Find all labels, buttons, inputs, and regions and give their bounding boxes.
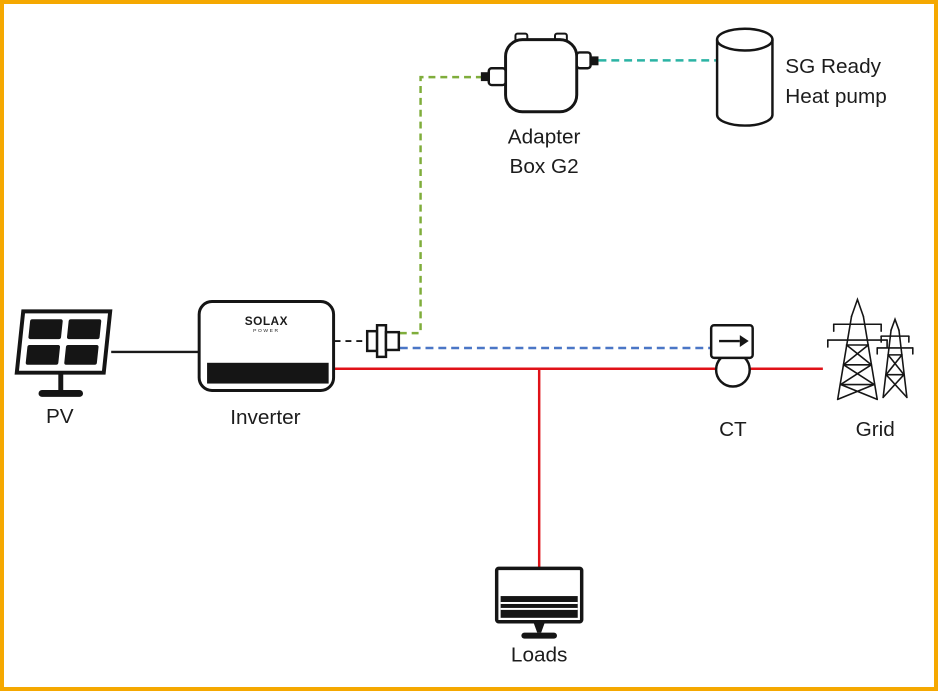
adapter-box-line-green <box>399 75 483 335</box>
grid-icon <box>827 297 914 401</box>
pv-label: PV <box>46 405 74 428</box>
grid-tower-small <box>876 316 914 399</box>
heat-pump-icon <box>715 27 774 127</box>
ct-arrow-icon <box>719 335 749 347</box>
heat-pump-label-line1: SG Ready <box>785 55 881 78</box>
adapter-box-label-line1: Adapter <box>508 125 581 148</box>
heat-pump-label-line2: Heat pump <box>785 85 887 108</box>
adapter-box-icon <box>480 32 599 114</box>
ct-icon <box>709 324 754 388</box>
inverter-label: Inverter <box>230 406 300 429</box>
grid-label: Grid <box>856 418 895 441</box>
inverter-icon: SOLAX POWER <box>197 300 336 392</box>
loads-icon <box>494 566 584 639</box>
adapter-box-label-line2: Box G2 <box>510 155 579 178</box>
inverter-brand-sub: POWER <box>253 328 280 334</box>
inverter-brand-logo: SOLAX <box>245 314 288 328</box>
grid-tower-large <box>827 297 888 401</box>
splitter-connector-icon <box>365 324 401 359</box>
pv-panel-icon <box>14 309 113 397</box>
ct-label: CT <box>719 418 747 441</box>
loads-label: Loads <box>511 643 568 666</box>
